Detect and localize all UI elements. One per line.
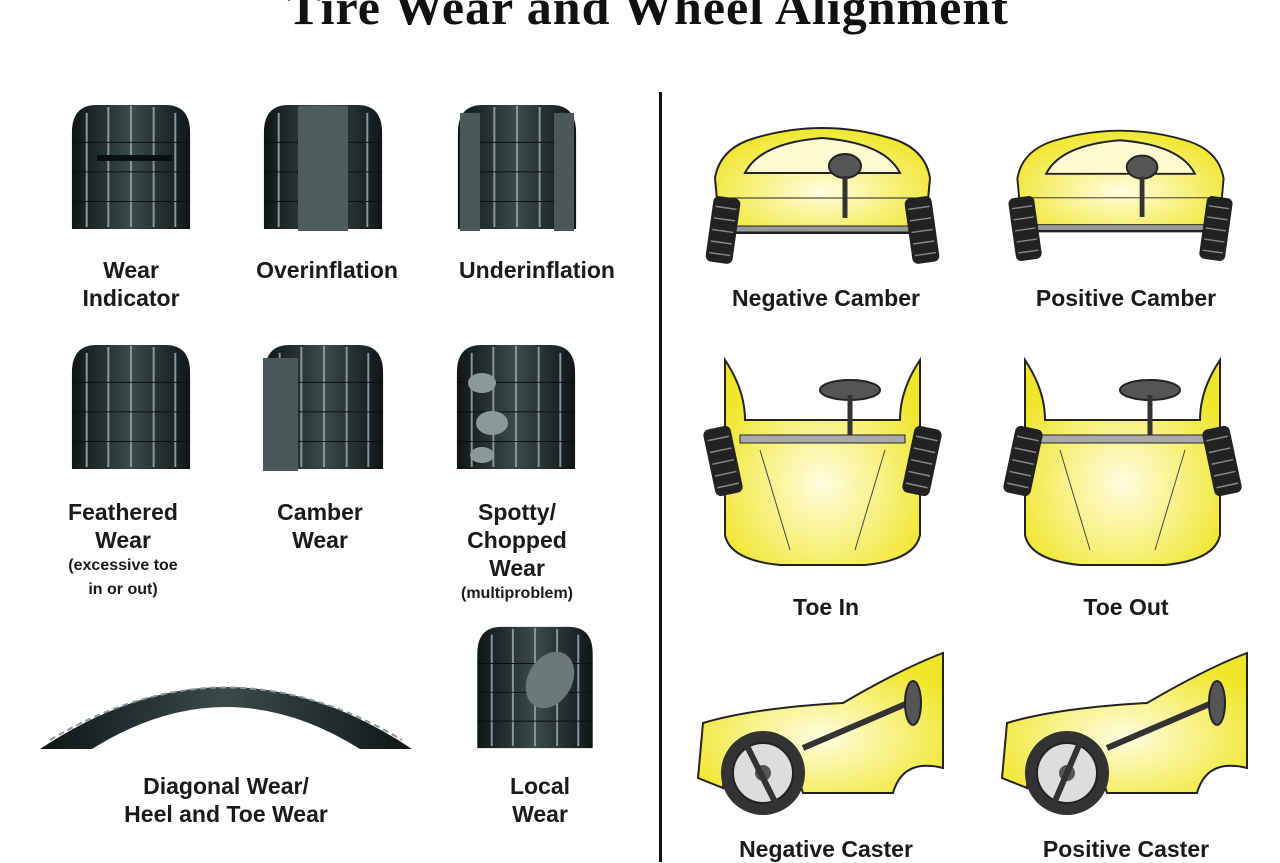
feathered-wear-tire-image [67,343,195,471]
positive-camber-car-image [1007,118,1234,263]
overinflation-tire-image [258,103,388,231]
label-positive-camber: Positive Camber [1035,285,1217,311]
section-divider [659,92,662,862]
toe-in-car-image [701,350,944,570]
label-diagonal-wear: Diagonal Wear/Heel and Toe Wear [124,773,328,827]
label-toe-in: Toe In [792,594,860,620]
negative-camber-car-image [704,118,941,266]
underinflation-tire-image [452,103,582,231]
label-negative-camber: Negative Camber [732,285,920,311]
diagonal-wear-tire-image [40,686,412,749]
camber-wear-tire-image [263,343,390,471]
label-overinflation: Overinflation [256,257,398,283]
wear-indicator-tire-image [67,103,195,231]
local-wear-tire-image [470,625,600,750]
page-title: Tire Wear and Wheel Alignment [287,0,1009,35]
spotty-wear-tire-image [452,343,580,471]
toe-out-car-image [1001,350,1244,570]
label-positive-caster: Positive Caster [1042,836,1210,862]
label-underinflation: Underinflation [459,257,615,283]
negative-caster-car-image [693,648,953,818]
label-toe-out: Toe Out [1083,594,1169,620]
label-negative-caster: Negative Caster [739,836,913,862]
positive-caster-car-image [997,648,1257,818]
